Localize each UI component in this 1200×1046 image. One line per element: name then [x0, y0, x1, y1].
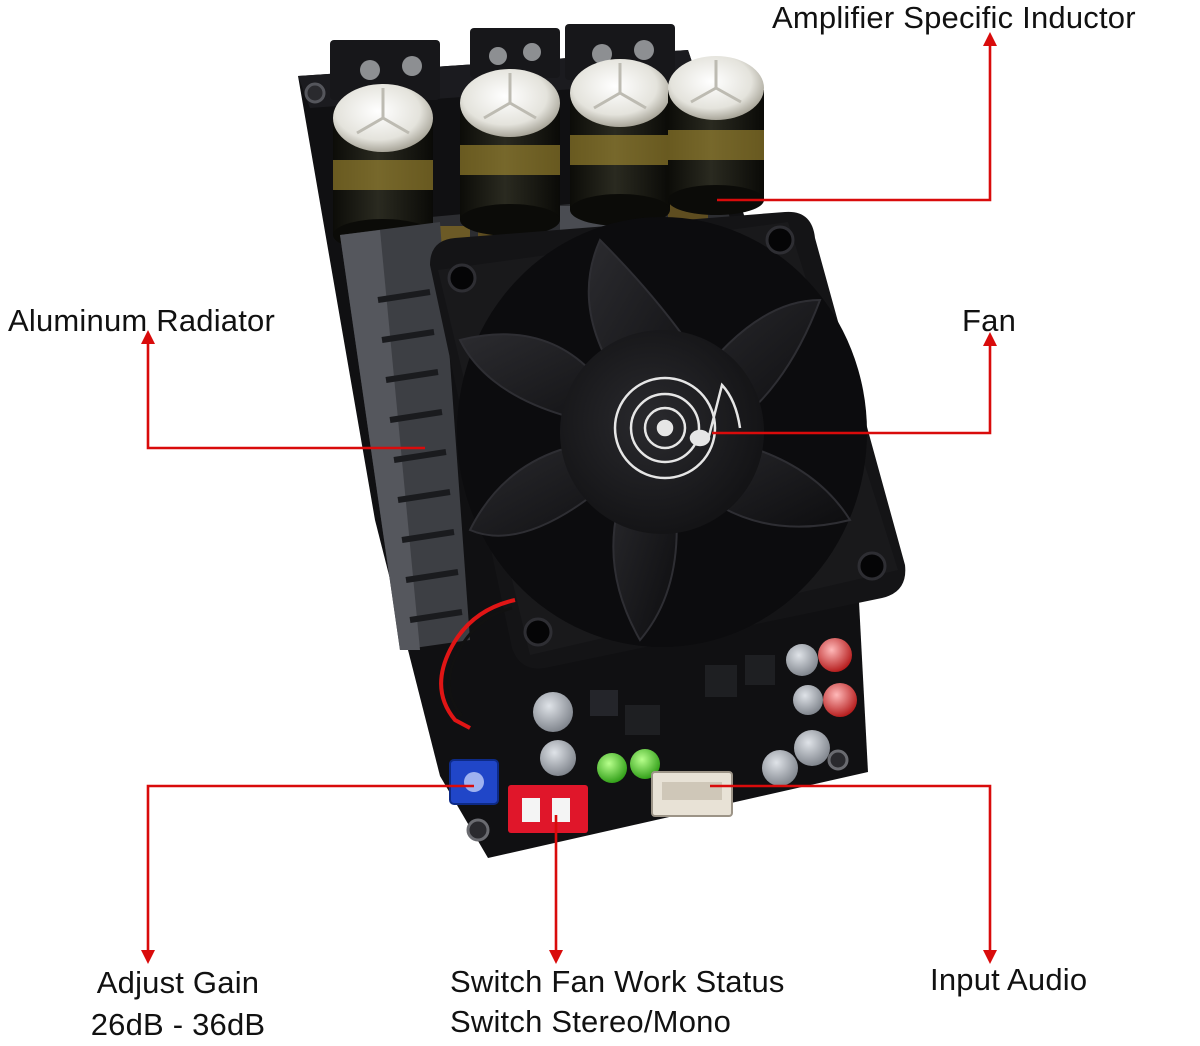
callout-arrowheads [141, 32, 997, 964]
aluminum-radiator [340, 222, 470, 650]
capacitor-2 [460, 69, 560, 236]
capacitor-3 [570, 59, 670, 226]
label-switch-stereo-mono: Switch Stereo/Mono [450, 1004, 732, 1039]
fan-power-wire [439, 598, 516, 730]
label-aluminum-radiator: Aluminum Radiator [8, 303, 276, 338]
leader-gain-arrowhead [141, 950, 155, 964]
music-note-logo-icon [613, 376, 742, 480]
leader-fan-arrowhead [983, 332, 997, 346]
leader-gain [146, 784, 474, 952]
label-amplifier-specific-inductor: Amplifier Specific Inductor [772, 0, 1136, 35]
small-capacitors [533, 638, 857, 786]
input-stage-components [449, 638, 857, 833]
label-adjust-gain-title: Adjust Gain [96, 965, 260, 1000]
leader-input-arrowhead [983, 950, 997, 964]
leader-radiator-arrowhead [141, 330, 155, 344]
label-input-audio: Input Audio [930, 962, 1088, 997]
label-switch-fan-status: Switch Fan Work Status [450, 964, 785, 999]
leader-inductor-arrowhead [983, 32, 997, 46]
label-fan: Fan [962, 303, 1017, 338]
leader-input [710, 784, 992, 952]
cooling-fan [430, 211, 906, 669]
callout-leader-lines [146, 44, 992, 952]
capacitor-4 [668, 56, 764, 215]
main-capacitors [333, 56, 764, 251]
label-adjust-gain-range: 26dB - 36dB [90, 1007, 266, 1042]
label-switches: Switch Fan Work Status Switch Stereo/Mon… [450, 962, 785, 1042]
label-adjust-gain: Adjust Gain 26dB - 36dB [78, 962, 278, 1046]
leader-radiator [146, 342, 425, 450]
leader-fan [712, 344, 992, 435]
leader-switch-arrowhead [549, 950, 563, 964]
leader-inductor [717, 44, 992, 202]
